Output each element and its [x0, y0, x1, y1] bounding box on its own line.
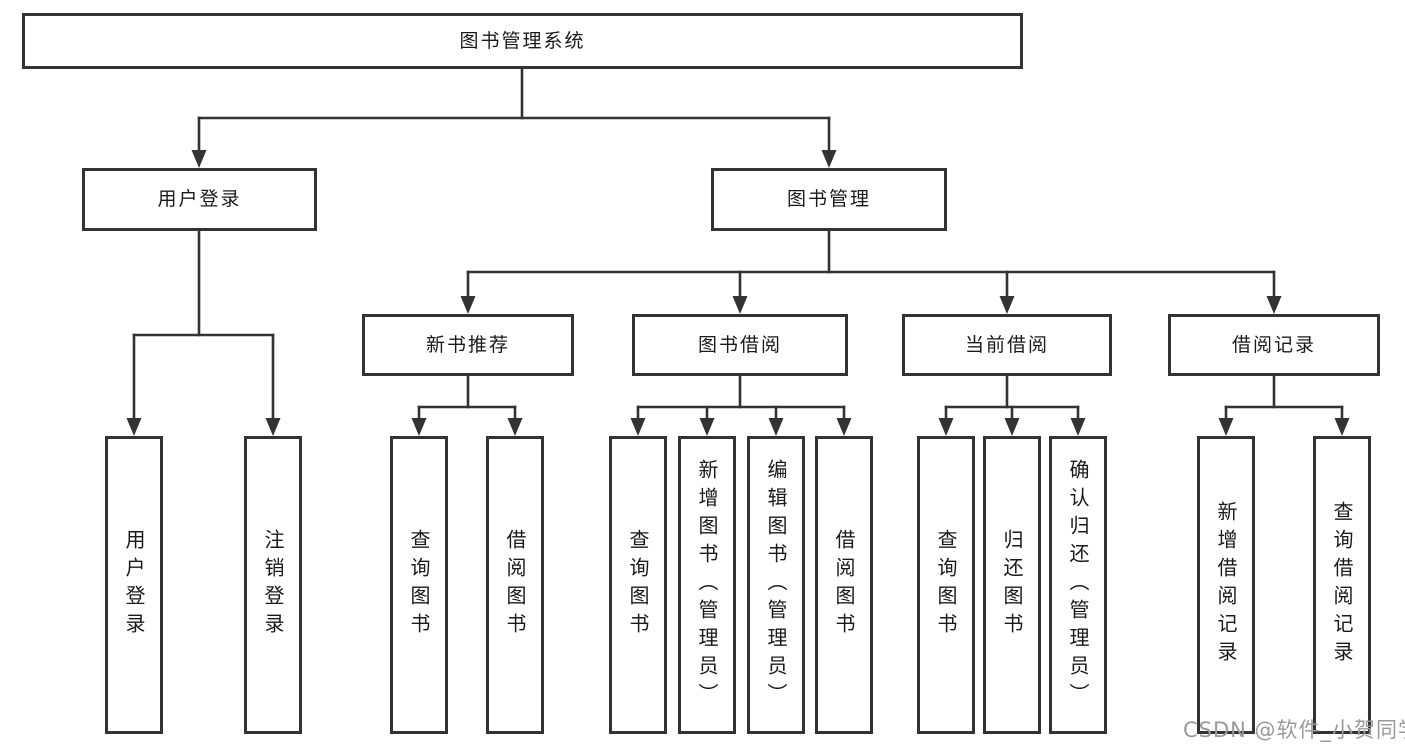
leaf-borrow-edit-books-admin: 编辑图书（管理员） [747, 436, 805, 734]
arrowhead-down-icon [732, 296, 748, 314]
leaf-recommend-borrow-books: 借阅图书 [486, 436, 544, 734]
leaf-borrow-borrow-books: 借阅图书 [815, 436, 873, 734]
arrowhead-down-icon [699, 418, 715, 436]
arrowhead-down-icon [1266, 296, 1282, 314]
node-book-borrow: 图书借阅 [632, 314, 848, 376]
leaf-records-add-borrow-record: 新增借阅记录 [1197, 436, 1255, 734]
arrowhead-down-icon [768, 418, 784, 436]
arrowhead-down-icon [1334, 418, 1350, 436]
node-book-management: 图书管理 [711, 168, 947, 231]
arrowhead-down-icon [411, 418, 427, 436]
leaf-recommend-query-books: 查询图书 [390, 436, 448, 734]
arrowhead-down-icon [1070, 418, 1086, 436]
leaf-user-login: 用户登录 [105, 436, 163, 734]
arrowhead-down-icon [630, 418, 646, 436]
leaf-current-return-books: 归还图书 [983, 436, 1041, 734]
leaf-current-confirm-return-admin: 确认归还（管理员） [1049, 436, 1107, 734]
arrowhead-down-icon [1218, 418, 1234, 436]
leaf-logout-login: 注销登录 [244, 436, 302, 734]
arrowhead-down-icon [126, 418, 142, 436]
arrowhead-down-icon [265, 418, 281, 436]
arrowhead-down-icon [1004, 418, 1020, 436]
leaf-records-query-borrow-record: 查询借阅记录 [1313, 436, 1371, 734]
watermark: CSDN @软件_小贺同学 [1183, 718, 1405, 742]
arrowhead-down-icon [999, 296, 1015, 314]
arrowhead-down-icon [191, 150, 207, 168]
leaf-current-query-books: 查询图书 [917, 436, 975, 734]
arrowhead-down-icon [821, 150, 837, 168]
node-borrow-records: 借阅记录 [1168, 314, 1380, 376]
arrowhead-down-icon [507, 418, 523, 436]
node-current-borrow: 当前借阅 [902, 314, 1112, 376]
arrowhead-down-icon [938, 418, 954, 436]
node-new-book-recommend: 新书推荐 [362, 314, 574, 376]
node-user-login: 用户登录 [82, 168, 317, 231]
arrowhead-down-icon [460, 296, 476, 314]
arrowhead-down-icon [836, 418, 852, 436]
leaf-borrow-add-books-admin: 新增图书（管理员） [678, 436, 736, 734]
node-root: 图书管理系统 [22, 13, 1023, 69]
leaf-borrow-query-books: 查询图书 [609, 436, 667, 734]
